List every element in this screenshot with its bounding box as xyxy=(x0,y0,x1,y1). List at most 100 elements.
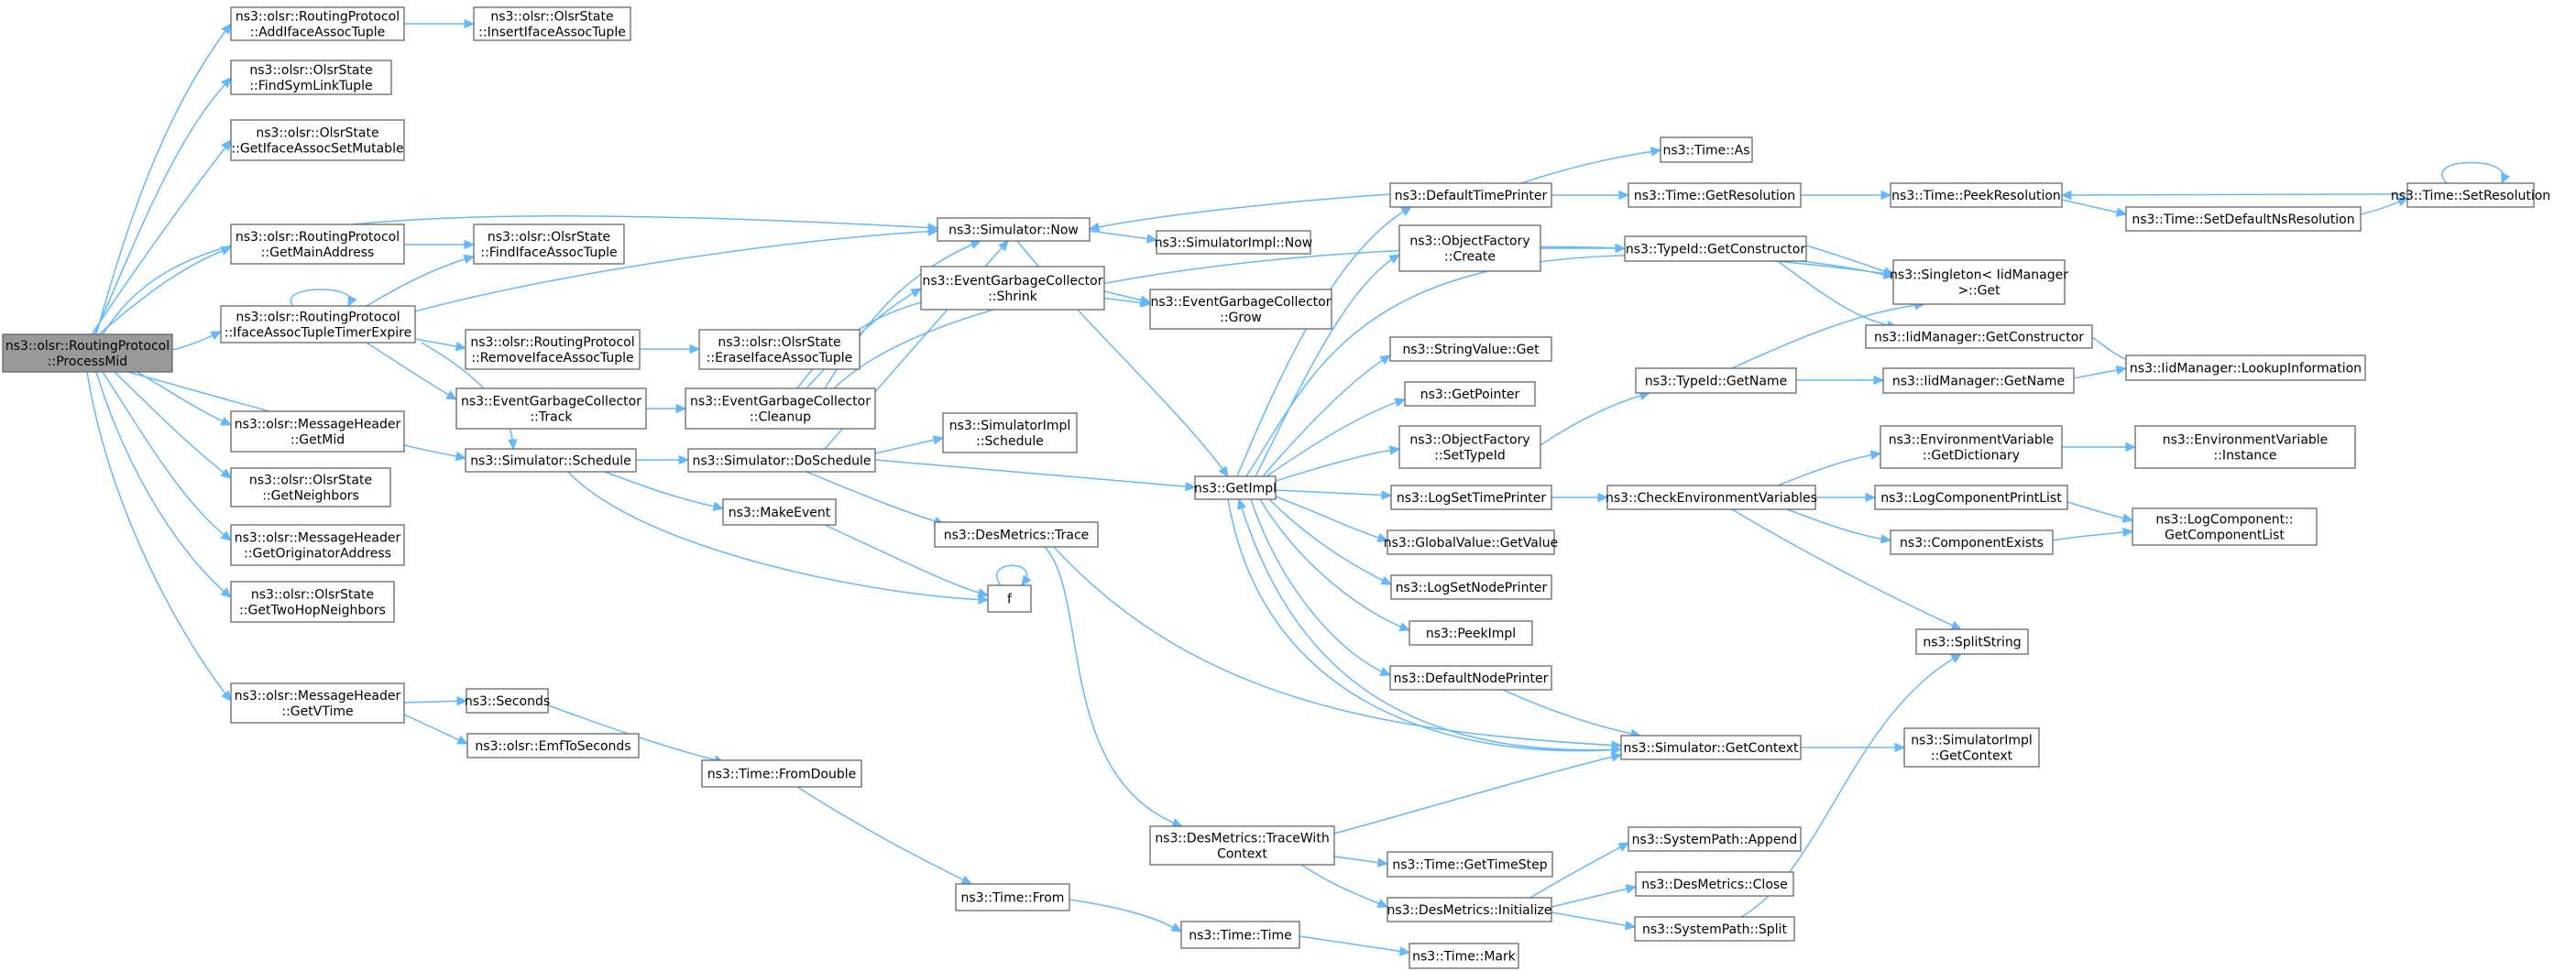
node-defaulttimeprinter[interactable]: ns3::DefaultTimePrinter xyxy=(1389,182,1552,208)
node-envgetdict[interactable]: ns3::EnvironmentVariable::GetDictionary xyxy=(1880,425,2063,469)
node-ofsettypeid[interactable]: ns3::ObjectFactory::SetTypeId xyxy=(1398,425,1541,469)
node-typeidgetname[interactable]: ns3::TypeId::GetName xyxy=(1635,367,1797,394)
node-simimplgetcontext[interactable]: ns3::SimulatorImpl::GetContext xyxy=(1903,727,2040,768)
node-splitstring[interactable]: ns3::SplitString xyxy=(1915,628,2029,655)
node-label: ns3::EventGarbageCollector xyxy=(461,395,641,409)
node-timemark[interactable]: ns3::Time::Mark xyxy=(1409,943,1519,969)
node-componentexists[interactable]: ns3::ComponentExists xyxy=(1890,529,2054,555)
edge-arrowhead xyxy=(1021,574,1032,586)
node-gettimestep[interactable]: ns3::Time::GetTimeStep xyxy=(1387,851,1553,878)
node-simgetcontext[interactable]: ns3::Simulator::GetContext xyxy=(1620,735,1802,760)
node-processmid[interactable]: ns3::olsr::RoutingProtocol::ProcessMid xyxy=(2,333,173,373)
node-timetime[interactable]: ns3::Time::Time xyxy=(1180,921,1300,949)
node-timeas[interactable]: ns3::Time::As xyxy=(1660,136,1753,163)
node-simnow[interactable]: ns3::Simulator::Now xyxy=(937,217,1091,242)
node-getpointer[interactable]: ns3::GetPointer xyxy=(1404,381,1536,407)
node-dmclose[interactable]: ns3::DesMetrics::Close xyxy=(1635,871,1794,897)
node-box xyxy=(230,6,405,41)
node-logcompprintlist[interactable]: ns3::LogComponentPrintList xyxy=(1874,485,2068,510)
edge-processmid-to-getvtime xyxy=(86,371,232,702)
node-box xyxy=(722,498,837,526)
node-doschedule[interactable]: ns3::Simulator::DoSchedule xyxy=(687,448,876,473)
node-simschedule[interactable]: ns3::Simulator::Schedule xyxy=(465,448,637,473)
edge-simgetcontext-to-simimplgetcontext xyxy=(1801,742,1906,753)
node-getvtime[interactable]: ns3::olsr::MessageHeader::GetVTime xyxy=(230,682,405,724)
node-getorigaddr[interactable]: ns3::olsr::MessageHeader::GetOriginatorA… xyxy=(230,524,405,566)
node-emftoseconds[interactable]: ns3::olsr::EmfToSeconds xyxy=(466,733,640,758)
node-gettwohop[interactable]: ns3::olsr::OlsrState::GetTwoHopNeighbors xyxy=(230,581,395,623)
node-dminitialize[interactable]: ns3::DesMetrics::Initialize xyxy=(1387,897,1552,922)
edge-tracewithcontext-to-dminitialize xyxy=(1300,864,1389,908)
node-peekimpl[interactable]: ns3::PeekImpl xyxy=(1409,620,1533,646)
node-findsymlink[interactable]: ns3::olsr::OlsrState::FindSymLinkTuple xyxy=(230,60,392,95)
node-getresolution[interactable]: ns3::Time::GetResolution xyxy=(1628,182,1802,208)
node-egccleanup[interactable]: ns3::EventGarbageCollector::Cleanup xyxy=(685,387,876,430)
node-sysappend[interactable]: ns3::SystemPath::Append xyxy=(1628,826,1802,852)
node-stringvalueget[interactable]: ns3::StringValue::Get xyxy=(1389,336,1552,362)
node-insertiface[interactable]: ns3::olsr::OlsrState::InsertIfaceAssocTu… xyxy=(473,6,631,41)
node-logcompgetlist[interactable]: ns3::LogComponent::GetComponentList xyxy=(2132,507,2318,546)
node-lookupinfo[interactable]: ns3::IidManager::LookupInformation xyxy=(2125,355,2366,381)
node-egcshrink[interactable]: ns3::EventGarbageCollector::Shrink xyxy=(920,266,1105,311)
node-removeiface[interactable]: ns3::olsr::RoutingProtocol::RemoveIfaceA… xyxy=(465,329,641,370)
node-getimpl[interactable]: ns3::GetImpl xyxy=(1194,475,1277,500)
node-ifaceexpire[interactable]: ns3::olsr::RoutingProtocol::IfaceAssocTu… xyxy=(220,305,416,344)
node-checkenv[interactable]: ns3::CheckEnvironmentVariables xyxy=(1606,485,1817,510)
node-logsettimeprinter[interactable]: ns3::LogSetTimePrinter xyxy=(1390,485,1552,510)
edge-arrowhead xyxy=(347,295,357,308)
node-setdefaultns[interactable]: ns3::Time::SetDefaultNsResolution xyxy=(2125,206,2362,232)
node-defaultnodeprinter[interactable]: ns3::DefaultNodePrinter xyxy=(1389,665,1552,691)
node-getneighbors[interactable]: ns3::olsr::OlsrState::GetNeighbors xyxy=(230,467,391,507)
edge-line xyxy=(1089,193,1391,230)
node-simimplschedule[interactable]: ns3::SimulatorImpl::Schedule xyxy=(942,412,1078,453)
node-f[interactable]: f xyxy=(987,584,1032,613)
node-label: ns3::SimulatorImpl::Now xyxy=(1155,236,1313,251)
node-envinstance[interactable]: ns3::EnvironmentVariable::Instance xyxy=(2134,425,2356,469)
node-iidgetconstructor[interactable]: ns3::IidManager::GetConstructor xyxy=(1865,324,2093,349)
node-box xyxy=(2406,182,2535,208)
node-getmid[interactable]: ns3::olsr::MessageHeader::GetMid xyxy=(230,410,405,453)
node-setresolution[interactable]: ns3::Time::SetResolution xyxy=(2391,182,2550,208)
node-label: ns3::ObjectFactory xyxy=(1409,235,1529,249)
node-seconds[interactable]: ns3::Seconds xyxy=(465,688,550,714)
node-timefrom[interactable]: ns3::Time::From xyxy=(955,883,1070,911)
node-ofcreate[interactable]: ns3::ObjectFactory::Create xyxy=(1398,224,1541,272)
node-label: ns3::LogComponentPrintList xyxy=(1880,491,2062,506)
node-iidgetname[interactable]: ns3::IidManager::GetName xyxy=(1882,367,2075,394)
node-eraseiface[interactable]: ns3::olsr::OlsrState::EraseIfaceAssocTup… xyxy=(698,329,860,370)
node-globalvalueget[interactable]: ns3::GlobalValue::GetValue xyxy=(1384,529,1558,555)
edge-ofsettypeid-to-typeidgetname xyxy=(1540,390,1651,446)
edge-arrowhead xyxy=(1625,884,1638,894)
edge-line xyxy=(2441,161,2505,184)
node-addiface[interactable]: ns3::olsr::RoutingProtocol::AddIfaceAsso… xyxy=(230,6,405,41)
edge-arrowhead xyxy=(2121,513,2134,523)
edge-line xyxy=(874,459,1196,488)
node-fromdouble[interactable]: ns3::Time::FromDouble xyxy=(701,759,862,788)
node-logsetnodeprinter[interactable]: ns3::LogSetNodePrinter xyxy=(1390,574,1552,600)
edge-arrowhead xyxy=(221,139,232,151)
node-label: f xyxy=(1007,593,1013,607)
node-box xyxy=(230,410,405,453)
node-simimplnow[interactable]: ns3::SimulatorImpl::Now xyxy=(1155,230,1313,255)
node-desmetricstrace[interactable]: ns3::DesMetrics::Trace xyxy=(934,521,1099,548)
node-getmainaddress[interactable]: ns3::olsr::RoutingProtocol::GetMainAddre… xyxy=(230,224,405,265)
edge-typeidgetname-to-iidgetname xyxy=(1796,375,1885,386)
edge-line xyxy=(1520,149,1661,184)
node-syssplit[interactable]: ns3::SystemPath::Split xyxy=(1634,916,1795,942)
node-makeevent[interactable]: ns3::MakeEvent xyxy=(722,498,837,526)
edge-arrowhead xyxy=(977,588,990,598)
edge-doschedule-to-getimpl xyxy=(874,459,1197,492)
node-label: ns3::olsr::OlsrState xyxy=(488,230,610,245)
node-getifaceassocset[interactable]: ns3::olsr::OlsrState::GetIfaceAssocSetMu… xyxy=(230,119,405,161)
node-findiface[interactable]: ns3::olsr::OlsrState::FindIfaceAssocTupl… xyxy=(473,224,625,265)
edge-arrowhead xyxy=(689,344,701,355)
node-label: ns3::LogComponent:: xyxy=(2155,513,2293,528)
node-peekresolution[interactable]: ns3::Time::PeekResolution xyxy=(1890,182,2063,208)
node-egcgrow[interactable]: ns3::EventGarbageCollector::Grow xyxy=(1149,289,1332,330)
node-label: ns3::DesMetrics::Initialize xyxy=(1387,903,1551,918)
node-singletonget[interactable]: ns3::Singleton< IidManager >::Get xyxy=(1890,259,2068,305)
node-getconstructor[interactable]: ns3::TypeId::GetConstructor xyxy=(1624,235,1807,262)
node-label: ns3::SimulatorImpl xyxy=(949,419,1071,433)
node-egctrack[interactable]: ns3::EventGarbageCollector::Track xyxy=(455,387,647,430)
